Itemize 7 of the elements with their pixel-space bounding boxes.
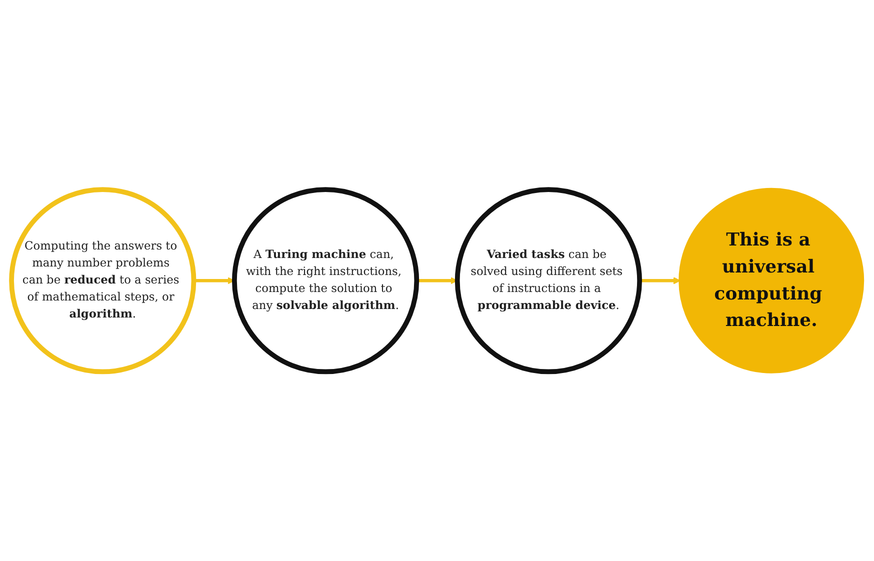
node-circle: Varied tasks can be solved using different sets of instructions in a programmable device. <box>454 186 642 374</box>
arrow <box>194 276 235 284</box>
arrow <box>416 276 458 284</box>
node-circle: A Turing machine can, with the right instructions, compute the solution to any solvable algorithm. <box>232 186 420 374</box>
node-circle: Computing the answers to many number problems can be reduced to a series of mathematical steps, or algorithm. <box>9 186 196 374</box>
arrow <box>640 276 681 284</box>
node-circle: This is a universal computing machine. <box>678 188 864 374</box>
